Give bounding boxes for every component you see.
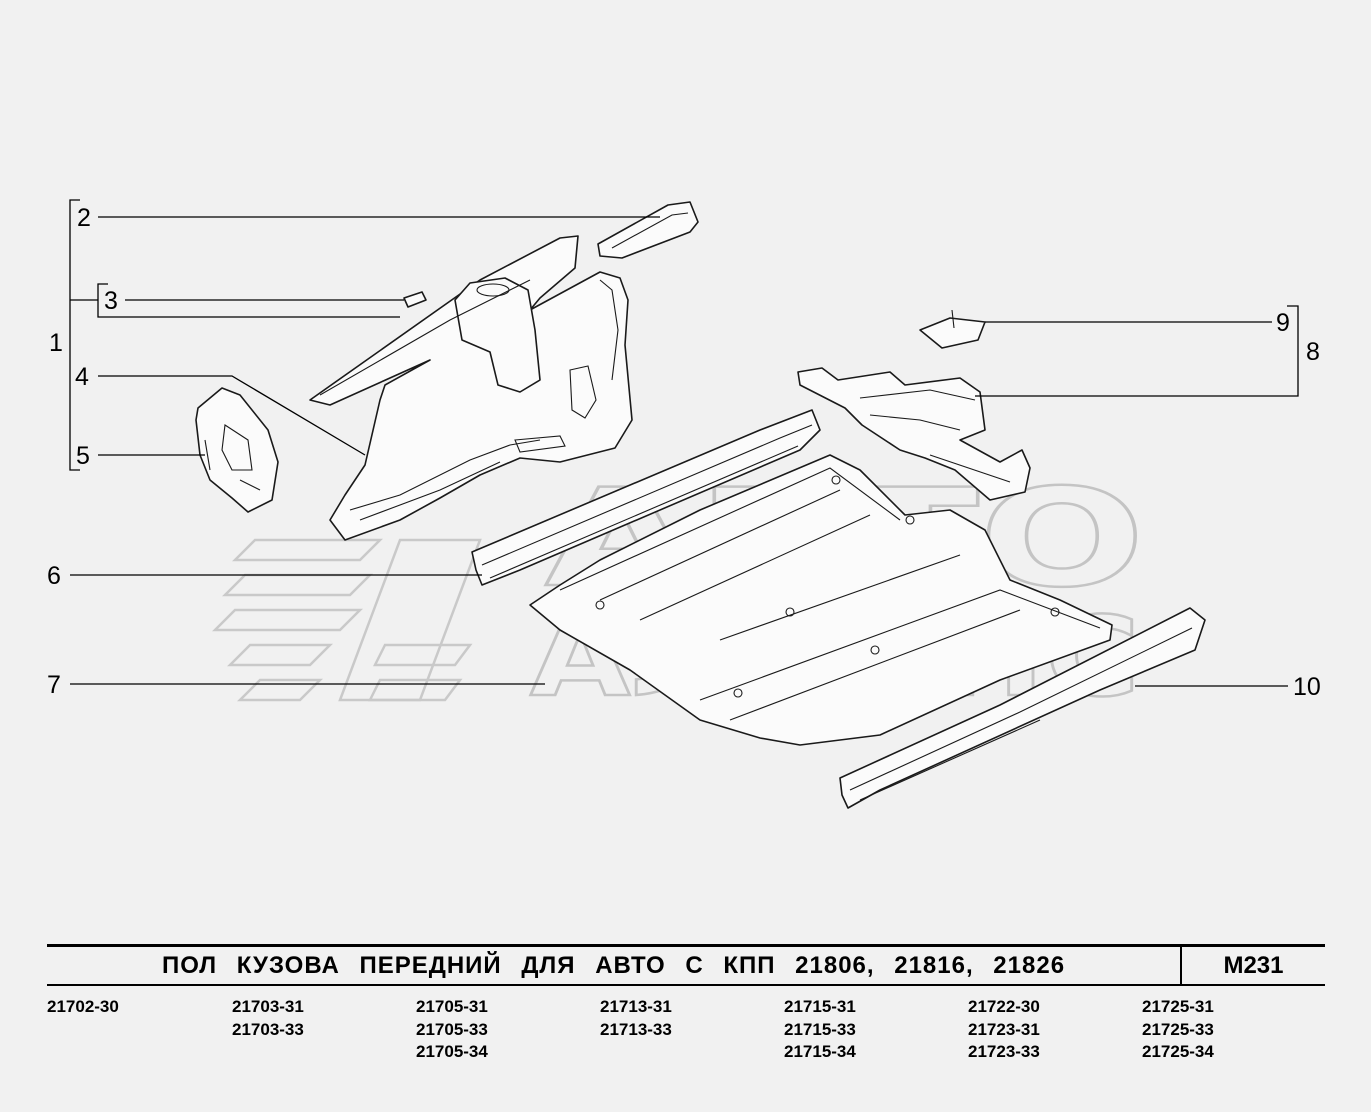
- part-10-sill-right: [839, 607, 1206, 809]
- model-code: 21725-34: [1142, 1042, 1214, 1061]
- model-code: 21722-30: [968, 997, 1040, 1016]
- page-code: M231: [1223, 952, 1284, 979]
- model-code: 21702-30: [47, 997, 119, 1016]
- callout-8: 8: [1306, 338, 1320, 366]
- callouts: 1 2 3 4 5 6 7 8 9 10: [47, 204, 1321, 701]
- model-column-6: 21722-30 21723-31 21723-33: [968, 996, 1040, 1064]
- parts-diagram: АВТО АЛЬЯНС: [47, 199, 1321, 809]
- model-column-4: 21713-31 21713-33: [600, 996, 672, 1041]
- model-code: 21715-31: [784, 997, 856, 1016]
- callout-2: 2: [77, 204, 91, 232]
- model-code: 21723-31: [968, 1019, 1040, 1039]
- part-8-tunnel-member: [797, 367, 1031, 501]
- model-column-5: 21715-31 21715-33 21715-34: [784, 996, 856, 1064]
- callout-4: 4: [75, 363, 89, 391]
- model-code: 21713-33: [600, 1019, 672, 1039]
- model-code: 21725-33: [1142, 1019, 1214, 1039]
- model-code: 21705-31: [416, 997, 488, 1016]
- leader-lines: [69, 199, 1299, 687]
- model-column-3: 21705-31 21705-33 21705-34: [416, 996, 488, 1064]
- callout-7: 7: [47, 671, 61, 699]
- model-code: 21723-33: [968, 1042, 1040, 1061]
- part-2-bracket: [597, 201, 699, 259]
- watermark-logo: [211, 538, 482, 702]
- part-3-clip: [403, 291, 427, 308]
- part-9-bracket: [919, 309, 986, 349]
- page-title: ПОЛ КУЗОВА ПЕРЕДНИЙ ДЛЯ АВТО С КПП 21806…: [161, 952, 1066, 979]
- model-code: 21703-31: [232, 997, 304, 1016]
- model-code: 21715-33: [784, 1019, 856, 1039]
- model-code: 21705-33: [416, 1019, 488, 1039]
- model-code: 21715-34: [784, 1042, 856, 1061]
- callout-10: 10: [1293, 673, 1321, 701]
- callout-6: 6: [47, 562, 61, 590]
- title-bar: ПОЛ КУЗОВА ПЕРЕДНИЙ ДЛЯ АВТО С КПП 21806…: [47, 944, 1325, 986]
- part-7-floor-pan: [529, 454, 1113, 746]
- model-column-2: 21703-31 21703-33: [232, 996, 304, 1041]
- part-4-wheelhouse: [309, 235, 633, 541]
- callout-3: 3: [104, 287, 118, 315]
- model-column-1: 21702-30: [47, 996, 119, 1019]
- model-code: 21713-31: [600, 997, 672, 1016]
- title-divider: [1180, 947, 1182, 984]
- model-column-7: 21725-31 21725-33 21725-34: [1142, 996, 1214, 1064]
- callout-1: 1: [49, 329, 63, 357]
- model-code: 21705-34: [416, 1042, 488, 1061]
- part-5-bracket: [195, 387, 279, 513]
- model-code: 21703-33: [232, 1019, 304, 1039]
- callout-9: 9: [1276, 309, 1290, 337]
- model-code: 21725-31: [1142, 997, 1214, 1016]
- callout-5: 5: [76, 442, 90, 470]
